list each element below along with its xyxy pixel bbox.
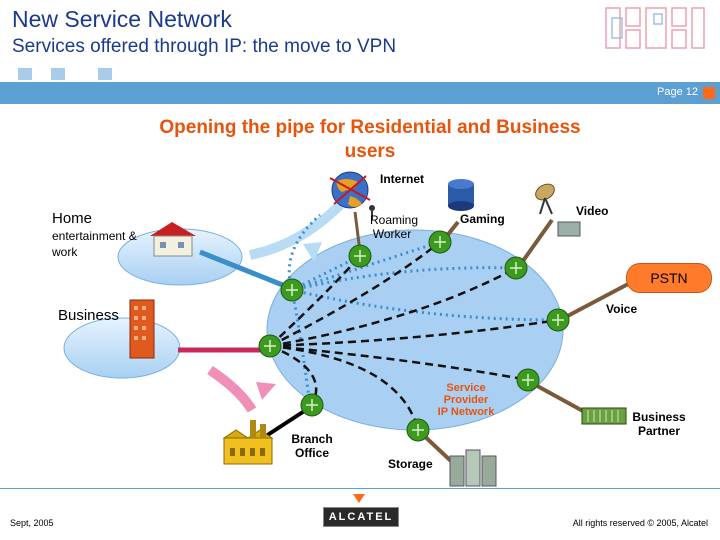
label-service-provider: Service Provider IP Network xyxy=(430,382,502,418)
office-building-icon xyxy=(129,299,155,359)
business-bubble xyxy=(63,317,181,379)
home-access-link xyxy=(199,249,291,291)
header-decor-squares xyxy=(18,68,138,82)
label-partner-line2: Partner xyxy=(637,424,681,438)
label-sp-line1: Service xyxy=(446,382,486,394)
satellite-dish-icon xyxy=(535,183,581,237)
label-home-sub1: entertainment & xyxy=(52,229,137,243)
partner-server-icon xyxy=(581,407,627,425)
footer-date: Sept, 2005 xyxy=(10,518,54,528)
header-banner xyxy=(0,82,720,104)
pink-arrow xyxy=(207,365,257,413)
label-business: Business xyxy=(58,307,119,324)
label-gaming: Gaming xyxy=(460,212,505,226)
label-internet: Internet xyxy=(380,172,425,186)
globe-icon xyxy=(329,171,371,209)
slide-title: New Service Network xyxy=(12,6,232,32)
footer-divider xyxy=(0,488,720,489)
storage-servers-icon xyxy=(449,449,497,487)
footer-copyright: All rights reserved © 2005, Alcatel xyxy=(572,518,708,528)
label-video: Video xyxy=(576,204,609,218)
label-roaming-worker: Roaming Worker xyxy=(370,213,419,241)
label-roaming-line2: Worker xyxy=(372,227,412,241)
logo-arrow-icon xyxy=(353,494,365,503)
label-business-partner: Business Partner xyxy=(624,410,694,438)
label-branch-line2: Office xyxy=(294,446,329,460)
slide-subtitle: Services offered through IP: the move to… xyxy=(12,36,397,57)
page-number: Page 12 xyxy=(657,86,698,98)
label-sp-line2: Provider xyxy=(443,394,489,406)
label-roaming-line1: Roaming xyxy=(370,213,419,227)
label-storage: Storage xyxy=(388,457,433,471)
label-voice: Voice xyxy=(606,302,638,316)
label-home: Home xyxy=(52,210,93,227)
factory-icon xyxy=(222,420,274,465)
diagram-headline: Opening the pipe for Residential and Bus… xyxy=(159,117,581,162)
label-branch-line1: Branch xyxy=(291,432,333,446)
label-partner-line1: Business xyxy=(632,410,686,424)
pstn-box: PSTN xyxy=(626,263,712,293)
label-sp-line3: IP Network xyxy=(437,406,495,418)
label-home-sub2: work xyxy=(52,245,78,259)
label-branch-office: Branch Office xyxy=(284,432,340,460)
page-marker xyxy=(703,87,715,99)
gaming-server-icon xyxy=(448,179,474,211)
alcatel-logo: ALCATEL xyxy=(323,507,399,527)
internet-arrow xyxy=(248,201,344,260)
header-logo-grid xyxy=(605,7,705,49)
house-icon xyxy=(150,222,196,257)
roaming-worker-icon xyxy=(369,205,375,220)
